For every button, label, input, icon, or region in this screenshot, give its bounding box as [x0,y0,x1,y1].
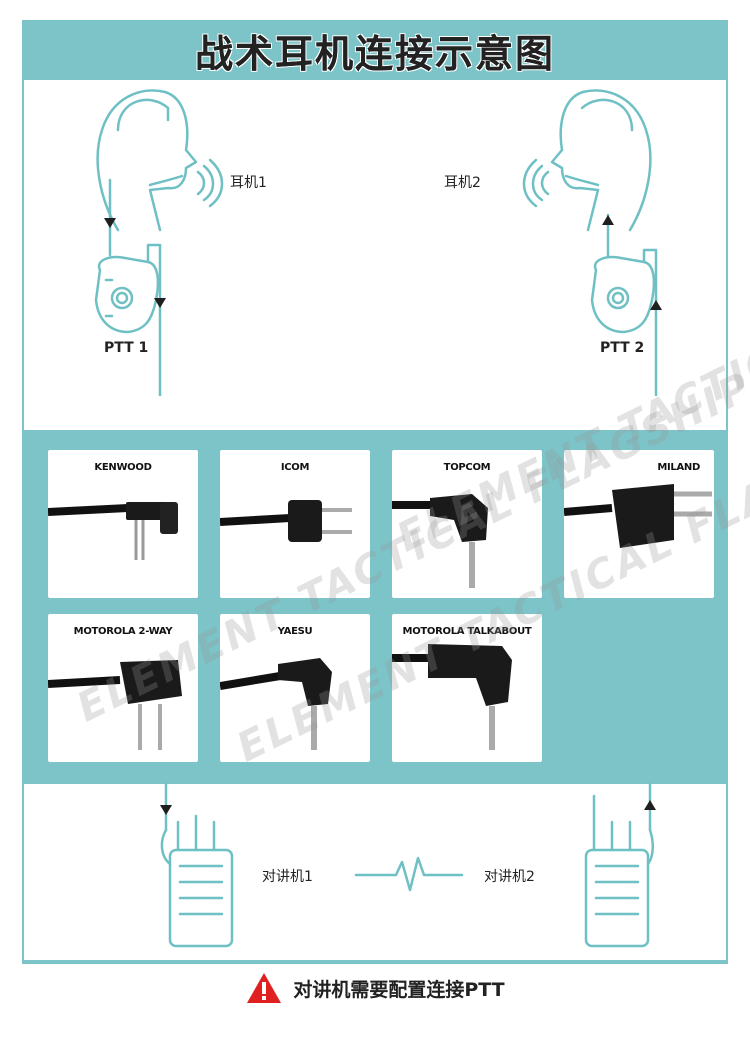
connector-label: MOTOROLA TALKABOUT [402,626,532,637]
ptt-2-label: PTT 2 [600,340,645,356]
footer-note: 对讲机需要配置连接PTT [0,970,750,1006]
headset-left-icon [96,89,224,232]
page-title: 战术耳机连接示意图 [194,31,555,76]
headset-right-icon [522,89,652,232]
motorola-talkabout-plug-icon [392,644,512,750]
connector-card-icom: ICOM [220,450,370,598]
connector-card-kenwood: KENWOOD [48,450,198,598]
connector-card-motorola-2way: MOTOROLA 2-WAY [48,614,198,762]
connector-label: TOPCOM [443,462,491,473]
connector-card-miland: MILAND [564,450,714,598]
radio-2-label: 对讲机2 [484,869,535,885]
miland-plug-icon [564,484,712,548]
radio-right-icon [584,794,654,948]
kenwood-plug-icon [48,502,178,560]
motorola-2way-plug-icon [48,660,182,750]
connector-card-motorola-talkabout: MOTOROLA TALKABOUT [392,614,542,762]
connector-label: YAESU [277,626,313,637]
ptt-1-label: PTT 1 [104,340,149,356]
radio-area [24,784,726,960]
icom-plug-icon [220,500,352,542]
headset-area [24,80,726,430]
connector-label: MOTOROLA 2-WAY [73,626,173,637]
connector-label: MILAND [657,462,700,473]
connector-label: ICOM [280,462,310,473]
yaesu-plug-icon [220,658,332,750]
headset-1-label: 耳机1 [230,175,267,191]
ptt-right-icon [590,255,656,334]
footer-text: 对讲机需要配置连接PTT [293,978,505,1001]
topcom-plug-icon [392,494,488,588]
connector-label: KENWOOD [94,462,152,473]
headset-2-label: 耳机2 [444,175,481,191]
connector-card-yaesu: YAESU [220,614,370,762]
radio-left-icon [160,814,234,948]
radio-1-label: 对讲机1 [262,869,313,885]
connector-card-topcom: TOPCOM [392,450,542,598]
warning-icon [247,973,282,1003]
